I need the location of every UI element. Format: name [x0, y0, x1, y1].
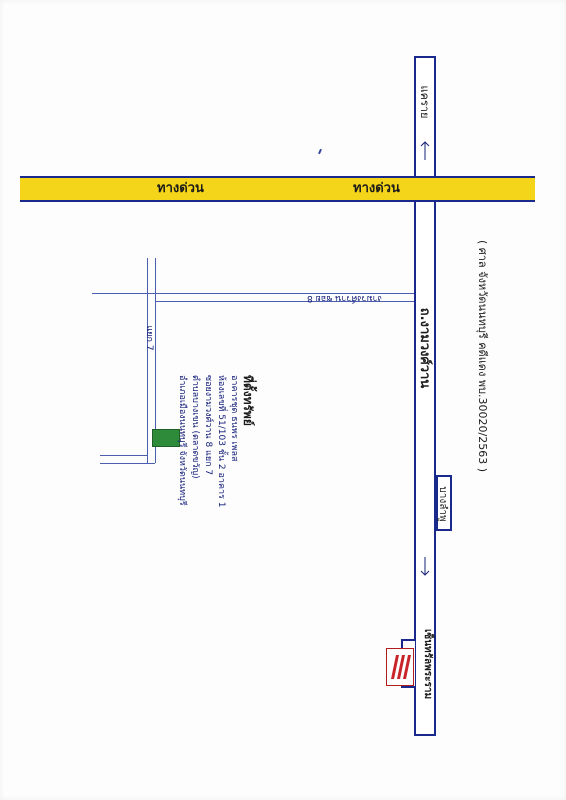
arrow-up-icon: [420, 141, 430, 160]
expressway-label-right: ทางด่วน: [353, 181, 400, 196]
lane-left-edge-top: [147, 258, 148, 301]
lane-left-edge: [147, 301, 148, 463]
lane-right-edge: [155, 301, 156, 463]
soi8-road-top-edge: [92, 293, 414, 294]
lane-right-edge-top: [155, 258, 156, 301]
lane-branch-bottom: [100, 463, 155, 464]
main-road-ngamwongwan: [414, 56, 436, 736]
junction-box: [436, 475, 452, 531]
lane-branch-top: [100, 455, 147, 456]
soi8-road-bottom-edge: [155, 301, 414, 302]
expressway-label-left: ทางด่วน: [157, 181, 204, 196]
arrow-down-icon: [420, 557, 430, 576]
expressway-band: ทางด่วน ทางด่วน: [20, 176, 535, 202]
mall-logo-icon: [386, 648, 414, 686]
property-building: [152, 429, 180, 447]
